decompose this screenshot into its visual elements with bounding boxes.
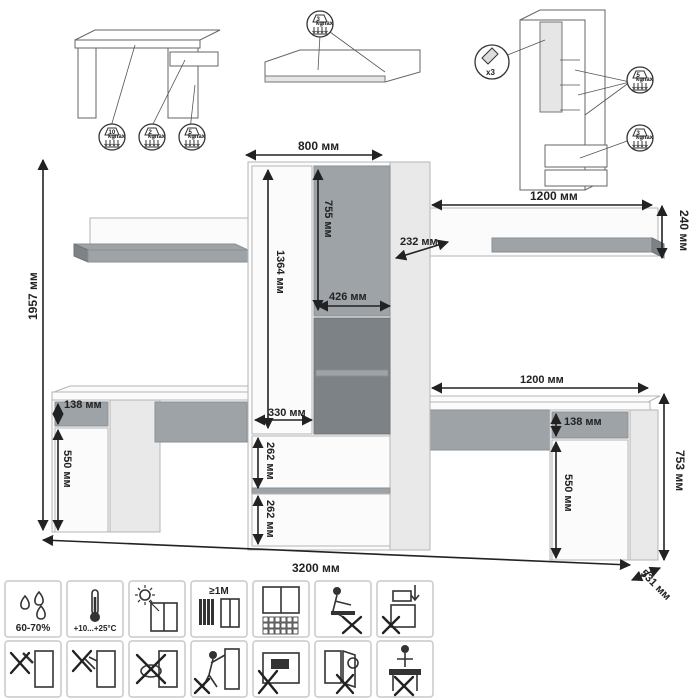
left-desk: [51, 385, 263, 533]
dim-desk-door-left: 550 мм: [61, 450, 73, 488]
badge-unit: kg: [108, 134, 115, 140]
sketch-desk: [74, 29, 221, 131]
dim-desk-width-right: 1200 мм: [520, 374, 564, 386]
care-icon-no-moisture-wall: [252, 580, 310, 638]
dim-drawer-height-1: 262 мм: [264, 442, 276, 480]
dim-depth: 531 мм: [638, 568, 673, 603]
dim-overall-width: 3200 мм: [292, 561, 340, 575]
badge-weight: 2: [149, 130, 153, 136]
badge-label: max: [641, 135, 654, 141]
dim-desk-drawer-left: 138 мм: [64, 399, 102, 411]
care-icon-heater-distance: ≥1M: [190, 580, 248, 638]
dim-overall-height: 1957 мм: [26, 272, 40, 320]
badge-unit: kg: [316, 21, 323, 27]
care-icon-no-door-force: [314, 640, 372, 698]
care-icon-no-abrasive: [128, 640, 186, 698]
care-icon-temperature: +10...+25°C: [66, 580, 124, 638]
badge-label: max: [113, 134, 126, 140]
dim-glass-door-width: 426 мм: [329, 291, 367, 303]
dim-desk-height: 753 мм: [673, 450, 687, 491]
care-icon-text: +10...+25°C: [74, 624, 117, 633]
care-icon-text: ≥1M: [209, 586, 228, 597]
right-desk: [395, 395, 661, 561]
care-icon-text: 60-70%: [16, 623, 51, 634]
dim-desk-door-right: 550 мм: [562, 474, 574, 512]
dim-glass-door-height: 755 мм: [322, 200, 334, 238]
badge-unit: kg: [636, 135, 643, 141]
care-icon-no-overload: [376, 580, 434, 638]
badge-weight: 5: [637, 73, 641, 79]
badge-label: max: [153, 134, 166, 140]
badge-unit: kg: [148, 134, 155, 140]
badge-unit: kg: [188, 134, 195, 140]
care-icon-no-spray: [66, 640, 124, 698]
badge-weight: 3: [637, 131, 641, 137]
dim-shelf-height: 240 мм: [677, 210, 689, 251]
dim-shelf-depth: 232 мм: [400, 236, 438, 248]
badge-label: max: [321, 21, 334, 27]
care-icon-no-lean: [376, 640, 434, 698]
care-icons: 60-70% +10...+25°C ≥1M: [4, 580, 434, 698]
care-icon-no-sunlight: [128, 580, 186, 638]
dim-drawer-height-2: 262 мм: [264, 500, 276, 538]
dim-open-section-width: 330 мм: [268, 407, 306, 419]
badge-weight: 10: [109, 130, 116, 136]
wardrobe: [247, 161, 431, 551]
care-icon-no-climbing: [314, 580, 372, 638]
left-wall-shelf: [73, 217, 251, 263]
dim-wardrobe-width: 800 мм: [298, 139, 339, 153]
badge-label: max: [641, 77, 654, 83]
badge-weight: 3: [317, 17, 321, 23]
dim-desk-drawer-right: 138 мм: [564, 416, 602, 428]
hinge-count: x3: [486, 68, 495, 77]
badge-weight: 5: [189, 130, 193, 136]
hinge-badge: x3: [474, 44, 510, 80]
badge-label: max: [193, 134, 206, 140]
dim-shelf-width: 1200 мм: [530, 189, 578, 203]
care-icon-no-hanging: [190, 640, 248, 698]
sketch-wardrobe: [494, 9, 631, 191]
care-icon-no-sharp-tools: [4, 640, 62, 698]
care-icon-no-heavy-objects: [252, 640, 310, 698]
right-wall-shelf: [429, 207, 665, 259]
dim-upper-door-height: 1364 мм: [274, 250, 286, 294]
sketch-wall-shelf: [264, 31, 421, 83]
badge-unit: kg: [636, 77, 643, 83]
care-icon-humidity: 60-70%: [4, 580, 62, 638]
